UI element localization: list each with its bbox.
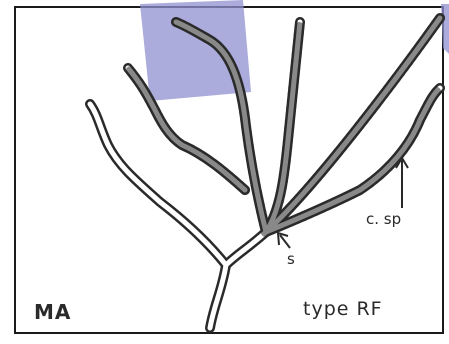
corner-label: MA [34, 300, 71, 324]
highlight-sliver-right [441, 4, 449, 54]
arrow-c-sp [396, 158, 408, 208]
arrow-s [278, 233, 290, 248]
s-label: s [287, 250, 295, 268]
type-label: type RF [303, 298, 383, 320]
c-sp-label: c. sp [366, 210, 401, 228]
filament-tree [90, 18, 440, 328]
